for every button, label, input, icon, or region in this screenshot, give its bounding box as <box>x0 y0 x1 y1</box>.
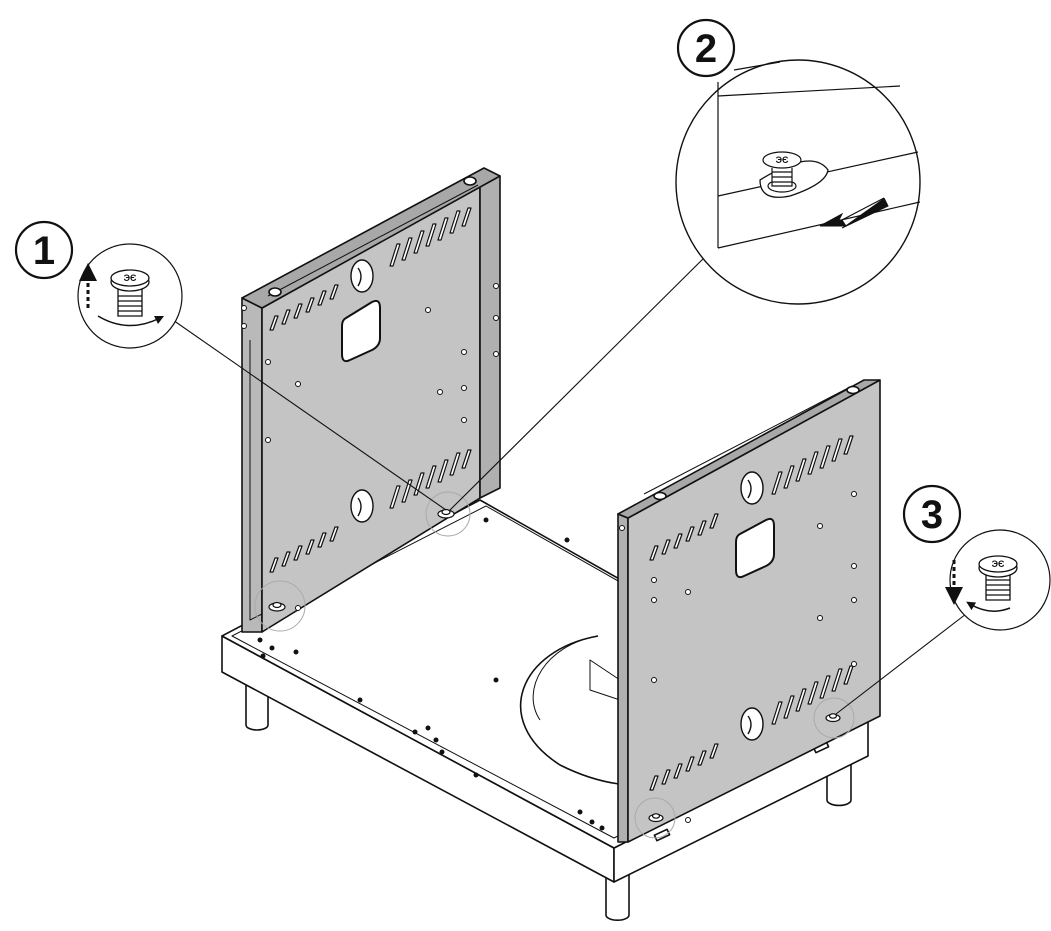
rotation-arrow-icon <box>97 315 165 327</box>
screw-head-mark: ЭЄ <box>776 155 789 165</box>
rotation-arrow-icon <box>966 601 1011 612</box>
step-2-badge <box>676 18 736 78</box>
screw-location-markers <box>254 491 855 839</box>
screw-head-mark: ЭЄ <box>992 559 1005 569</box>
screw-icon <box>978 555 1018 601</box>
screw-icon <box>762 151 802 193</box>
step-2-callout: ЭЄ 2 <box>675 18 921 305</box>
leader-lines <box>169 245 967 715</box>
left-side-panel <box>241 167 501 633</box>
handle-cutout <box>341 299 381 363</box>
step-3-callout: 3 ЭЄ <box>902 484 1051 631</box>
step-3-badge <box>902 484 962 544</box>
step-1-badge <box>14 220 74 280</box>
direction-arrow-icon <box>819 197 889 229</box>
step-3-number: 3 <box>921 493 943 537</box>
step-1-number: 1 <box>33 229 55 273</box>
vent-slots <box>649 435 854 561</box>
hanging-keyhole <box>350 259 374 523</box>
base-holes <box>257 517 605 831</box>
handle-cutout <box>735 517 775 579</box>
vent-slots <box>269 449 472 573</box>
vent-slots <box>269 207 472 331</box>
screw-icon <box>268 508 841 823</box>
right-side-panel <box>617 379 881 843</box>
screw-head-mark: ЭЄ <box>124 273 137 283</box>
vent-slots <box>649 665 854 791</box>
hanging-keyhole <box>740 471 764 741</box>
step-2-number: 2 <box>695 27 717 71</box>
step-1-callout: 1 ЭЄ <box>14 220 183 349</box>
screw-icon <box>110 269 150 317</box>
